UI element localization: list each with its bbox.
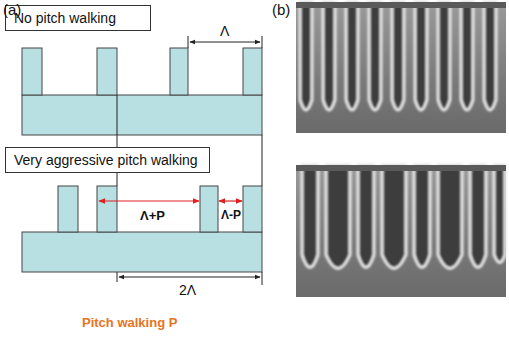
fin-structure <box>22 48 262 135</box>
pitch-arrow <box>219 200 242 201</box>
dimension-label: 2Λ <box>179 283 196 298</box>
panel-label: (a) <box>3 2 21 19</box>
title-box: No pitch walking <box>5 5 151 31</box>
box-title: No pitch walking <box>14 10 116 26</box>
dimension-arrow <box>119 277 260 278</box>
sem-image <box>296 165 506 297</box>
pitch-arrow <box>99 200 199 201</box>
title-box: Very aggressive pitch walking <box>5 147 210 173</box>
sem-image <box>296 2 506 133</box>
panel-label: (b) <box>272 2 290 19</box>
dimension-arrow <box>190 42 260 43</box>
fin-structure <box>22 186 262 272</box>
caption-note: Pitch walking P <box>82 316 177 330</box>
dimension-label: Λ-P <box>220 209 242 222</box>
box-title: Very aggressive pitch walking <box>14 152 198 168</box>
dimension-label: Λ+P <box>140 209 165 223</box>
dimension-label: Λ <box>220 24 229 39</box>
